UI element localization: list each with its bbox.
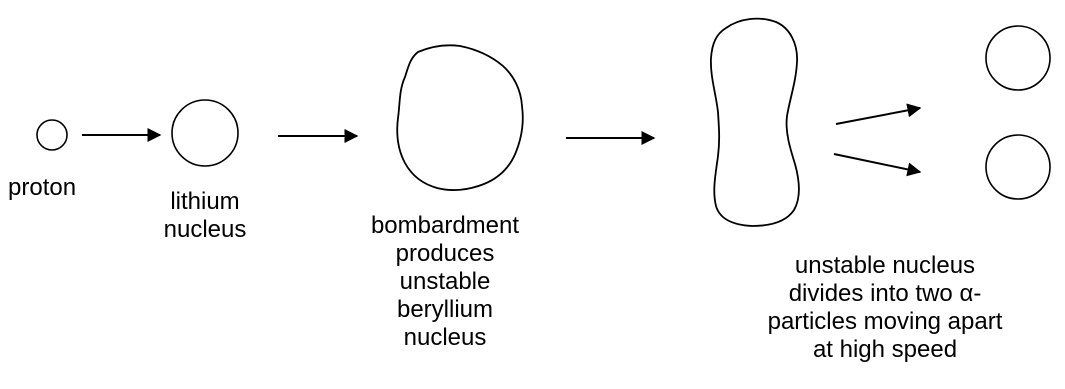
beryllium-nucleus-blob xyxy=(396,44,524,191)
alpha-particle-upper xyxy=(985,25,1051,91)
proton-label: proton xyxy=(8,174,77,201)
arrow-to-upper-alpha xyxy=(835,103,922,125)
proton-circle xyxy=(36,119,68,151)
dividing-nucleus-blob xyxy=(710,17,800,227)
lithium-nucleus-circle xyxy=(171,99,239,167)
beryllium-nucleus-label: bombardment produces unstable beryllium … xyxy=(370,212,520,351)
alpha-particle-lower xyxy=(985,134,1051,200)
arrow-to-lower-alpha xyxy=(833,153,922,177)
lithium-nucleus-label: lithium nucleus xyxy=(163,188,247,243)
split-nucleus-label: unstable nucleus divides into two α- par… xyxy=(767,252,1003,363)
